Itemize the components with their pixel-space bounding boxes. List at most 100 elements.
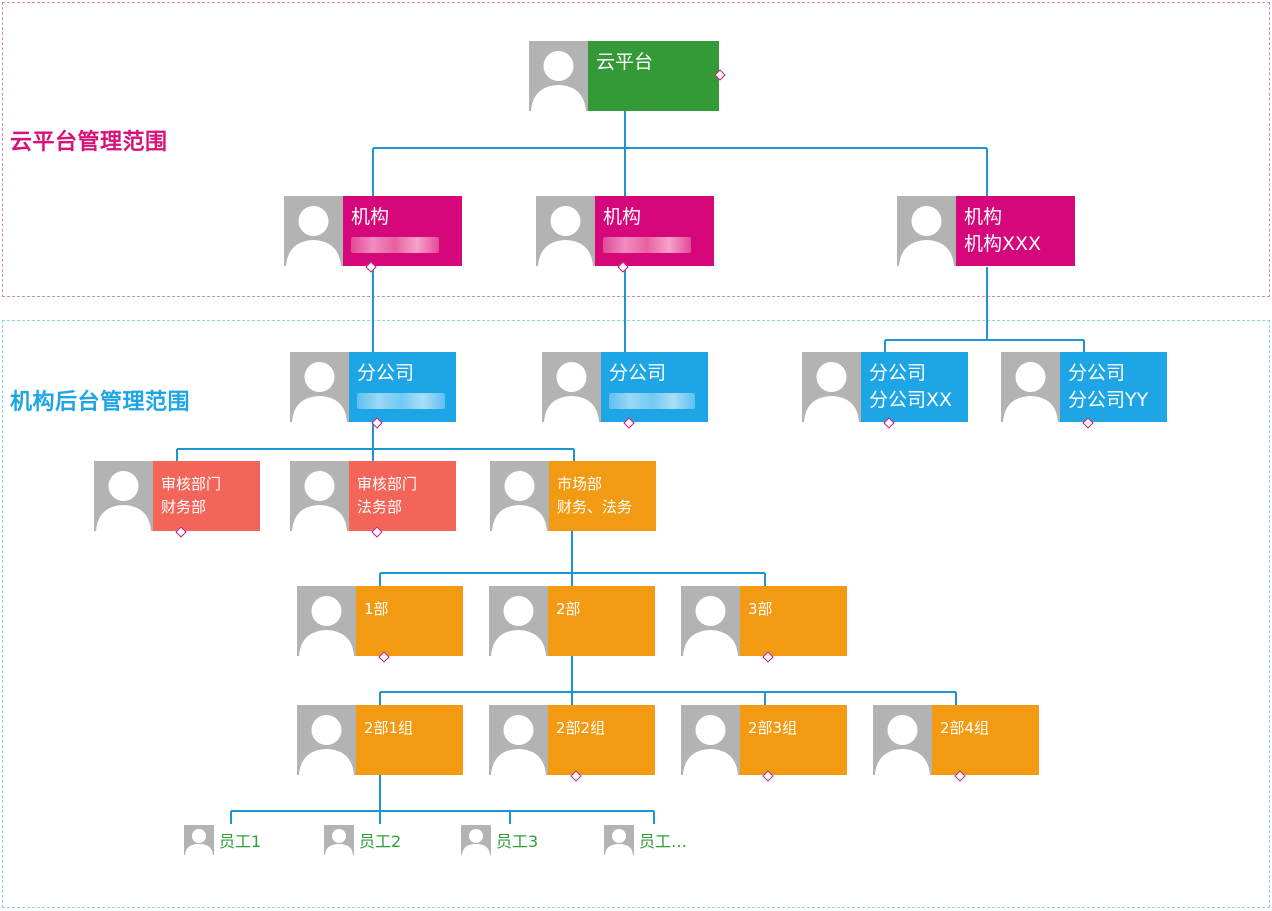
node-title: 分公司: [357, 362, 415, 384]
user-avatar-icon: [536, 196, 595, 266]
redacted-name: [351, 237, 439, 253]
node-body: 2部1组: [356, 705, 463, 775]
node-branch-b[interactable]: 分公司: [542, 352, 708, 429]
node-body: 3部: [740, 586, 847, 663]
user-avatar-icon: [681, 705, 740, 775]
user-avatar-icon: [1001, 352, 1060, 422]
redacted-name: [603, 237, 691, 253]
node-division-2[interactable]: 2部: [489, 586, 655, 656]
user-avatar-icon: [681, 586, 740, 656]
employee-node[interactable]: 员工2: [324, 824, 401, 856]
node-title: 分公司: [869, 362, 927, 384]
user-avatar-icon: [461, 825, 491, 855]
redacted-name: [357, 393, 445, 409]
node-body: 分公司: [601, 352, 708, 429]
node-branch-a[interactable]: 分公司: [290, 352, 456, 429]
node-body: 1部: [356, 586, 463, 663]
node-group-4[interactable]: 2部4组: [873, 705, 1039, 782]
user-avatar-icon: [802, 352, 861, 422]
user-avatar-icon: [297, 705, 356, 775]
node-title: 2部2组: [556, 719, 606, 737]
connector-root-to-institutions: [372, 111, 988, 196]
node-group-3[interactable]: 2部3组: [681, 705, 847, 782]
node-title: 2部4组: [940, 719, 990, 737]
node-subtitle: 分公司XX: [869, 389, 953, 411]
cloud-platform-zone: [2, 2, 1270, 297]
user-avatar-icon: [873, 705, 932, 775]
node-audit-legal[interactable]: 审核部门 法务部: [290, 461, 456, 538]
node-subtitle: 分公司YY: [1068, 389, 1149, 411]
user-avatar-icon: [94, 461, 153, 531]
node-cloud-platform[interactable]: 云平台: [529, 41, 726, 111]
cloud-platform-zone-label: 云平台管理范围: [10, 130, 168, 155]
node-institution-a[interactable]: 机构: [284, 196, 462, 273]
node-title: 2部: [556, 600, 581, 618]
node-body: 机构 机构XXX: [956, 196, 1075, 266]
node-title: 机构: [603, 206, 642, 228]
employee-node[interactable]: 员工1: [184, 824, 261, 856]
node-body: 2部3组: [740, 705, 847, 782]
node-title: 分公司: [1068, 362, 1126, 384]
user-avatar-icon: [290, 352, 349, 422]
user-avatar-icon: [324, 825, 354, 855]
node-body: 分公司 分公司XX: [861, 352, 968, 429]
employee-name: 员工3: [496, 832, 539, 851]
node-title: 市场部: [557, 475, 603, 493]
node-title: 2部1组: [364, 719, 414, 737]
connector-group1-to-employees: [230, 775, 655, 824]
user-avatar-icon: [542, 352, 601, 422]
employee-name: 员工2: [359, 832, 402, 851]
node-title: 审核部门: [161, 475, 222, 493]
node-subtitle: 财务、法务: [557, 498, 633, 516]
node-body: 分公司: [349, 352, 456, 429]
node-body: 审核部门 财务部: [153, 461, 260, 538]
node-body: 2部4组: [932, 705, 1039, 782]
node-division-3[interactable]: 3部: [681, 586, 847, 663]
node-body: 云平台: [588, 41, 726, 111]
node-institution-b[interactable]: 机构: [536, 196, 714, 273]
node-title: 云平台: [596, 51, 654, 73]
user-avatar-icon: [297, 586, 356, 656]
user-avatar-icon: [184, 825, 214, 855]
user-avatar-icon: [529, 41, 588, 111]
node-subtitle: 财务部: [161, 498, 207, 516]
employee-node[interactable]: 员工3: [461, 824, 538, 856]
node-body: 机构: [343, 196, 462, 273]
connector-market-to-divisions: [379, 531, 766, 586]
node-body: 2部2组: [548, 705, 655, 782]
node-title: 3部: [748, 600, 773, 618]
node-division-1[interactable]: 1部: [297, 586, 463, 663]
employee-name: 员工1: [219, 832, 262, 851]
connector-institution-c-to-branches: [884, 267, 1085, 352]
node-body: 市场部 财务、法务: [549, 461, 656, 531]
employee-name: 员工…: [639, 832, 688, 851]
node-audit-finance[interactable]: 审核部门 财务部: [94, 461, 260, 538]
institution-backend-zone: [2, 320, 1270, 908]
node-title: 2部3组: [748, 719, 798, 737]
node-branch-d[interactable]: 分公司 分公司YY: [1001, 352, 1167, 429]
node-institution-c[interactable]: 机构 机构XXX: [897, 196, 1075, 266]
node-branch-c[interactable]: 分公司 分公司XX: [802, 352, 968, 429]
node-title: 分公司: [609, 362, 667, 384]
institution-backend-zone-label: 机构后台管理范围: [10, 390, 191, 415]
user-avatar-icon: [489, 586, 548, 656]
node-title: 审核部门: [357, 475, 418, 493]
node-market-dept[interactable]: 市场部 财务、法务: [490, 461, 656, 531]
redacted-name: [609, 393, 695, 409]
user-avatar-icon: [604, 825, 634, 855]
node-title: 机构: [351, 206, 390, 228]
user-avatar-icon: [897, 196, 956, 266]
node-group-1[interactable]: 2部1组: [297, 705, 463, 775]
user-avatar-icon: [284, 196, 343, 266]
user-avatar-icon: [489, 705, 548, 775]
connector-branch-to-departments: [176, 422, 575, 461]
node-title: 机构: [964, 206, 1003, 228]
node-body: 审核部门 法务部: [349, 461, 456, 538]
user-avatar-icon: [290, 461, 349, 531]
user-avatar-icon: [490, 461, 549, 531]
connector-division2-to-groups: [379, 656, 957, 705]
node-body: 2部: [548, 586, 655, 656]
employee-node[interactable]: 员工…: [604, 824, 687, 856]
node-group-2[interactable]: 2部2组: [489, 705, 655, 782]
node-subtitle: 法务部: [357, 498, 403, 516]
